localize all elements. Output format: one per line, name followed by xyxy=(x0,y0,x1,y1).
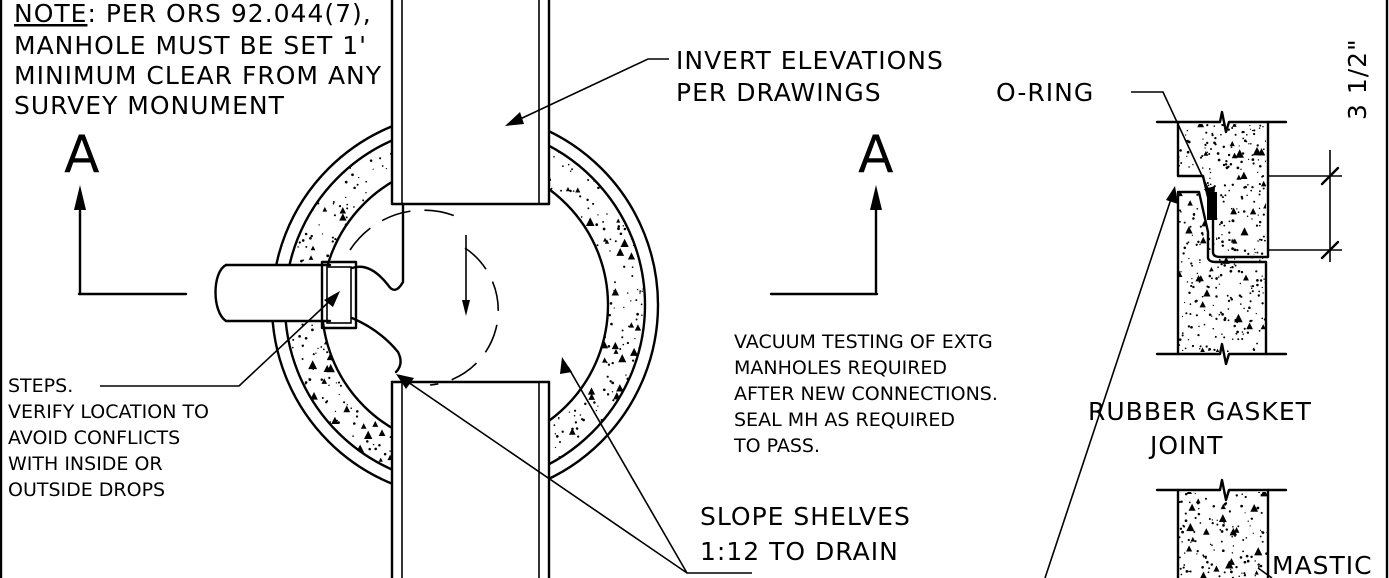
note-line-3: MINIMUM CLEAR FROM ANY xyxy=(14,61,382,90)
section-letter-right: A xyxy=(858,125,894,185)
steps-line-4: WITH INSIDE OR xyxy=(8,453,163,475)
steps-line-1: STEPS. xyxy=(8,375,73,397)
invert-line-1: INVERT ELEVATIONS xyxy=(676,46,944,75)
oring-label: O-RING xyxy=(996,78,1094,107)
steps-line-5: OUTSIDE DROPS xyxy=(8,479,165,501)
bottom-pipe xyxy=(390,380,551,578)
rubber-gasket-line-1: RUBBER GASKET xyxy=(1088,397,1312,426)
section-mark-left: A xyxy=(64,125,188,296)
steps-line-3: AVOID CONFLICTS xyxy=(8,427,180,449)
channel-upper xyxy=(350,202,405,291)
vacuum-line-1: VACUUM TESTING OF EXTG xyxy=(734,331,993,353)
note-block: NOTE: PER ORS 92.044(7), MANHOLE MUST BE… xyxy=(10,0,382,122)
steps-line-2: VERIFY LOCATION TO xyxy=(8,401,209,423)
slope-shelves-callout: SLOPE SHELVES 1:12 TO DRAIN xyxy=(396,357,911,574)
shelf-arc-2 xyxy=(429,247,500,386)
shelf-arc-1 xyxy=(349,209,461,251)
invert-elevations-callout: INVERT ELEVATIONS PER DRAWINGS xyxy=(505,46,944,126)
dimension-label: 3 1/2" xyxy=(1343,38,1372,120)
channel-lower xyxy=(350,316,402,374)
rubber-gasket-joint-detail: 3 1/2" O-RING RUBBER GASKET JOINT xyxy=(996,38,1372,578)
slope-line-2: 1:12 TO DRAIN xyxy=(700,537,899,566)
side-pipe xyxy=(210,260,358,330)
section-letter-left: A xyxy=(64,125,100,185)
vacuum-line-4: SEAL MH AS REQUIRED xyxy=(734,409,955,431)
mastic-joint-detail: MASTIC xyxy=(1155,478,1373,578)
vacuum-testing-note: VACUUM TESTING OF EXTG MANHOLES REQUIRED… xyxy=(733,331,998,457)
steps-callout: STEPS. VERIFY LOCATION TO AVOID CONFLICT… xyxy=(8,291,340,501)
note-line-4: SURVEY MONUMENT xyxy=(14,91,285,120)
svg-text:NOTE: PER ORS 92.044(7),: NOTE: PER ORS 92.044(7), xyxy=(14,0,372,28)
oring-shape xyxy=(1207,192,1217,220)
section-mark-right: A xyxy=(769,125,894,296)
note-line-2: MANHOLE MUST BE SET 1' xyxy=(14,31,367,60)
vacuum-line-3: AFTER NEW CONNECTIONS. xyxy=(734,383,998,405)
rubber-gasket-line-2: JOINT xyxy=(1148,431,1223,460)
note-prefix: NOTE xyxy=(14,0,87,28)
top-pipe xyxy=(390,0,551,206)
note-text: : PER ORS 92.044(7), xyxy=(87,0,371,28)
mastic-label: MASTIC xyxy=(1272,551,1373,578)
vacuum-line-5: TO PASS. xyxy=(733,435,820,457)
slope-line-1: SLOPE SHELVES xyxy=(700,502,911,531)
vacuum-line-2: MANHOLES REQUIRED xyxy=(734,357,947,379)
invert-line-2: PER DRAWINGS xyxy=(676,78,882,107)
